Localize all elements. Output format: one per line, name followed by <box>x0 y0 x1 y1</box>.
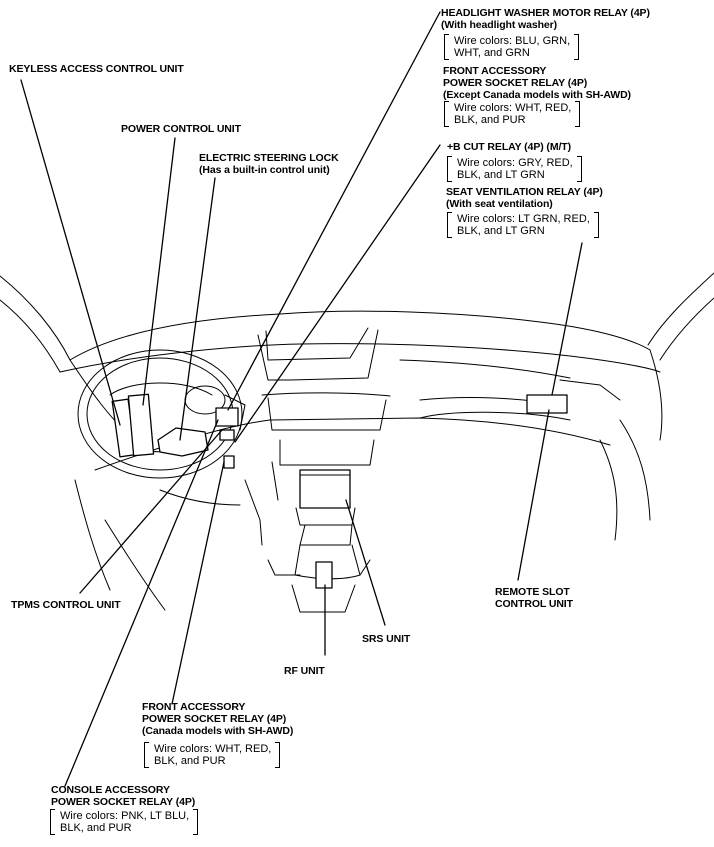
srs-unit-label: SRS UNIT <box>362 633 411 645</box>
leader-remote-slot <box>517 409 550 581</box>
b-cut-relay-wire-colors: Wire colors: GRY, RED, BLK, and LT GRN <box>447 156 582 182</box>
leader-keyless <box>20 79 121 426</box>
leader-seat-ventilation <box>551 242 583 396</box>
front-accessory-except-wire-colors: Wire colors: WHT, RED, BLK, and PUR <box>444 101 581 127</box>
leader-lines <box>20 11 583 787</box>
power-control-unit-shape <box>127 393 155 457</box>
front-accessory-canada-label: FRONT ACCESSORY POWER SOCKET RELAY (4P) … <box>142 701 294 737</box>
headlight-washer-wire-colors: Wire colors: BLU, GRN, WHT, and GRN <box>444 34 580 60</box>
leader-steering-lock <box>179 177 216 441</box>
steering-lock-shape <box>157 427 209 457</box>
leader-headlight-washer <box>227 11 441 411</box>
front-accessory-except-label: FRONT ACCESSORY POWER SOCKET RELAY (4P) … <box>443 65 631 101</box>
leader-tpms <box>79 429 223 594</box>
rf-unit-shape <box>315 561 333 589</box>
leader-b-cut <box>234 144 441 443</box>
a-pillars <box>0 272 714 373</box>
remote-slot-unit-shape <box>526 394 568 414</box>
power-control-label: POWER CONTROL UNIT <box>121 123 241 135</box>
relay-box-lower-shape <box>223 455 235 469</box>
relay-box-small-shape <box>219 429 235 441</box>
headlight-washer-condition: (With headlight washer) <box>441 19 558 31</box>
relay-box-upper-shape <box>215 407 239 427</box>
front-accessory-canada-wire-colors: Wire colors: WHT, RED, BLK, and PUR <box>144 742 281 768</box>
seat-ventilation-wire-colors: Wire colors: LT GRN, RED, BLK, and LT GR… <box>447 212 599 238</box>
leader-srs-unit <box>345 499 386 626</box>
leader-console-accessory <box>64 419 219 787</box>
center-console <box>267 469 371 613</box>
remote-slot-label: REMOTE SLOT CONTROL UNIT <box>495 586 573 610</box>
components <box>111 393 568 589</box>
console-accessory-wire-colors: Wire colors: PNK, LT BLU, BLK, and PUR <box>50 809 199 835</box>
console-accessory-label: CONSOLE ACCESSORY POWER SOCKET RELAY (4P… <box>51 784 196 808</box>
headlight-washer-relay-label: HEADLIGHT WASHER MOTOR RELAY (4P) (With … <box>441 7 650 31</box>
leader-power-control <box>142 137 176 406</box>
b-cut-relay-label: +B CUT RELAY (4P) (M/T) <box>447 141 572 153</box>
headlight-washer-title: HEADLIGHT WASHER MOTOR RELAY (4P) <box>441 7 650 19</box>
rf-unit-label: RF UNIT <box>284 665 325 677</box>
tpms-label: TPMS CONTROL UNIT <box>11 599 121 611</box>
electric-steering-lock-label: ELECTRIC STEERING LOCK (Has a built-in c… <box>199 152 339 176</box>
keyless-access-label: KEYLESS ACCESS CONTROL UNIT <box>9 63 184 75</box>
leader-front-accessory-canada <box>171 461 225 705</box>
dashboard-outline <box>59 310 663 611</box>
seat-ventilation-relay-label: SEAT VENTILATION RELAY (4P) (With seat v… <box>446 186 603 210</box>
